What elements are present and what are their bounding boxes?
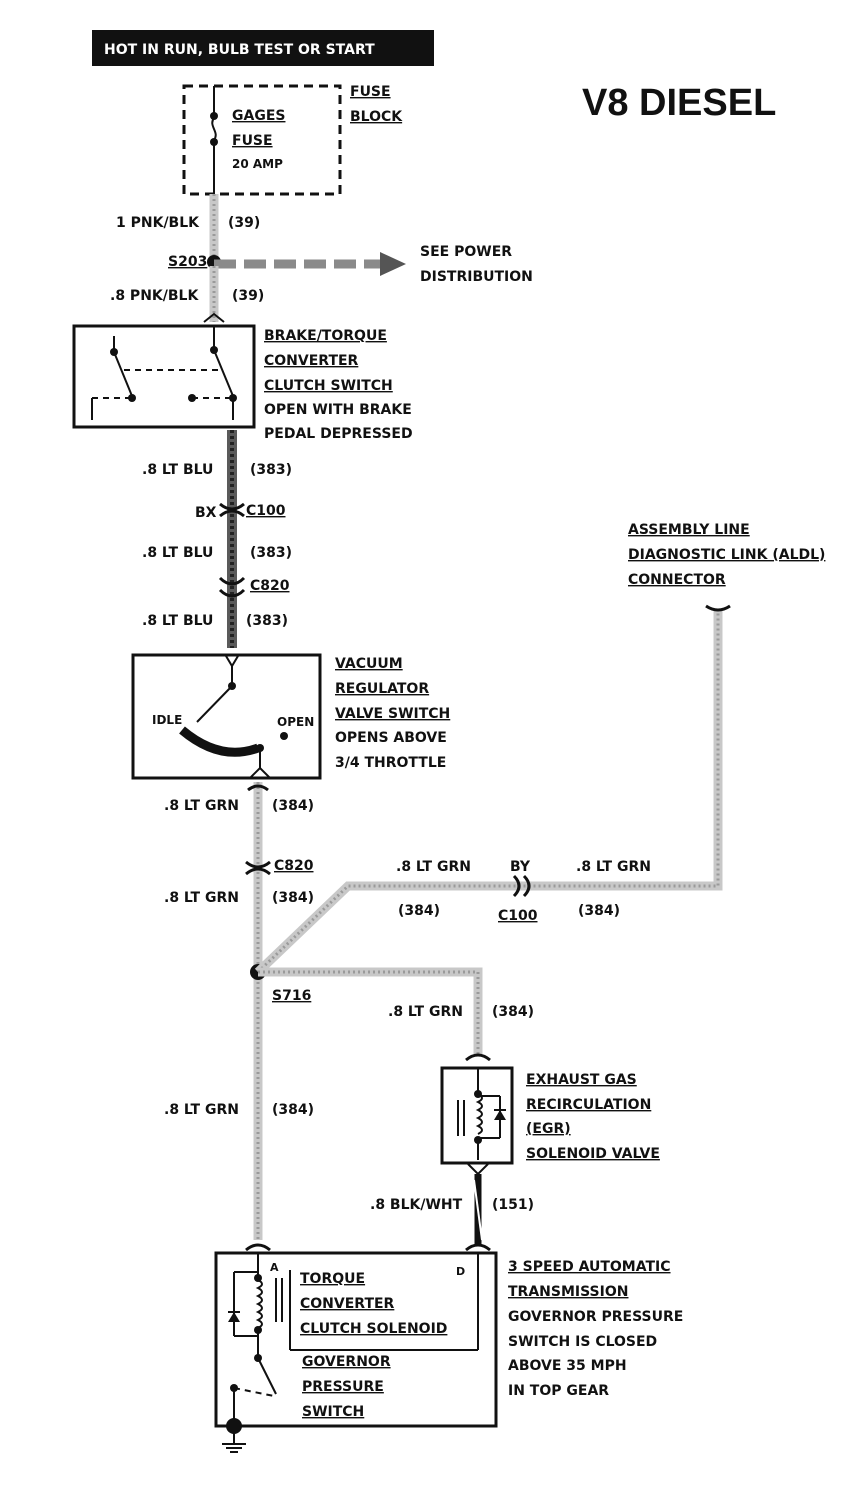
wire-11-circuit: (384) (272, 1102, 314, 1118)
brake-switch-label-1: BRAKE/TORQUE (264, 328, 387, 344)
transmission-terminal-d (465, 1243, 491, 1252)
egr-label-2: RECIRCULATION (526, 1097, 651, 1113)
wire-lt-grn-to-aldl (254, 610, 723, 976)
wire-12-color: .8 BLK/WHT (370, 1197, 463, 1213)
splice-s203-label: S203 (168, 254, 207, 270)
wire-2-color: .8 PNK/BLK (110, 288, 199, 304)
brake-switch-label-2: CONVERTER (264, 353, 359, 369)
transmission-label-2: TRANSMISSION (508, 1284, 628, 1300)
fuse-symbol (210, 86, 218, 194)
wire-12-circuit: (151) (492, 1197, 534, 1213)
aldl-label-3: CONNECTOR (628, 572, 726, 588)
power-distribution-label-1: SEE POWER (420, 244, 512, 260)
wire-8-color: .8 LT GRN (396, 859, 471, 875)
transmission-label-3: GOVERNOR PRESSURE (508, 1309, 683, 1325)
wire-10-color: .8 LT GRN (388, 1004, 463, 1020)
wire-3-circuit: (383) (250, 462, 292, 478)
brake-switch-box (72, 324, 256, 429)
transmission-label-1: 3 SPEED AUTOMATIC (508, 1259, 671, 1275)
transmission-label-4: SWITCH IS CLOSED (508, 1334, 657, 1350)
brake-switch-label-4: OPEN WITH BRAKE (264, 402, 412, 418)
connector-c820-mid-symbol (245, 860, 271, 869)
splice-s716-label: S716 (272, 988, 311, 1004)
brake-switch-label-5: PEDAL DEPRESSED (264, 426, 413, 442)
fuse-block-label-1: FUSE (350, 84, 391, 100)
vacuum-switch-box (131, 653, 322, 780)
vacuum-switch-label-2: REGULATOR (335, 681, 429, 697)
header-power-note: HOT IN RUN, BULB TEST OR START (104, 42, 375, 58)
wire-7-color: .8 LT GRN (164, 890, 239, 906)
wire-9-circuit: (384) (578, 903, 620, 919)
transmission-pin-a: A (270, 1261, 279, 1274)
connector-c820-mid-label: C820 (274, 858, 314, 874)
governor-pressure-switch (230, 1330, 277, 1424)
ground-icon (222, 1418, 246, 1453)
wire-4-color: .8 LT BLU (142, 545, 213, 561)
brake-switch-label-3: CLUTCH SWITCH (264, 378, 393, 394)
transmission-pin-d: D (456, 1265, 465, 1278)
power-distribution-arrow (380, 252, 406, 276)
gages-fuse-label-1: GAGES (232, 108, 285, 124)
wire-11-color: .8 LT GRN (164, 1102, 239, 1118)
solenoid-label-2: CONVERTER (300, 1296, 395, 1312)
egr-solenoid-coil (457, 1068, 506, 1160)
fuse-rating: 20 AMP (232, 157, 283, 171)
vacuum-switch-label-3: VALVE SWITCH (335, 706, 450, 722)
brake-switch-input-terminal (203, 312, 225, 323)
wire-6-circuit: (384) (272, 798, 314, 814)
egr-label-3: (EGR) (526, 1121, 571, 1137)
torque-converter-solenoid-coil (228, 1253, 479, 1351)
egr-label-4: SOLENOID VALVE (526, 1146, 660, 1162)
power-distribution-label-2: DISTRIBUTION (420, 269, 533, 285)
aldl-label-2: DIAGNOSTIC LINK (ALDL) (628, 547, 825, 563)
vacuum-switch-open: OPEN (277, 715, 314, 729)
fuse-block-label-2: BLOCK (350, 109, 403, 125)
solenoid-label-3: CLUTCH SOLENOID (300, 1321, 447, 1337)
vacuum-switch-label-4: OPENS ABOVE (335, 730, 447, 746)
connector-c100-mid-pin: BY (510, 859, 531, 875)
gages-fuse-label-2: FUSE (232, 133, 273, 149)
connector-c100-top-label: C100 (246, 503, 286, 519)
wire-8-circuit: (384) (398, 903, 440, 919)
aldl-terminal (705, 604, 731, 612)
wire-10-circuit: (384) (492, 1004, 534, 1020)
solenoid-label-1: TORQUE (300, 1271, 365, 1287)
egr-label-1: EXHAUST GAS (526, 1072, 637, 1088)
transmission-terminal-a (245, 1243, 271, 1252)
vacuum-switch-contacts (179, 666, 288, 768)
vacuum-switch-idle: IDLE (152, 713, 182, 727)
header-bar (92, 30, 434, 66)
wire-5-circuit: (383) (246, 613, 288, 629)
wire-1-color: 1 PNK/BLK (116, 215, 200, 231)
fuse-block-outline (182, 84, 342, 196)
transmission-label-5: ABOVE 35 MPH (508, 1358, 627, 1374)
connector-c100-top-symbol (219, 502, 245, 511)
wire-4-circuit: (383) (250, 545, 292, 561)
connector-c100-mid-label: C100 (498, 908, 538, 924)
wire-2-circuit: (39) (232, 288, 264, 304)
transmission-box (214, 1251, 498, 1428)
wire-5-color: .8 LT BLU (142, 613, 213, 629)
wire-1-circuit: (39) (228, 215, 260, 231)
brake-switch-contacts (91, 326, 237, 420)
wire-9-color: .8 LT GRN (576, 859, 651, 875)
aldl-label-1: ASSEMBLY LINE (628, 522, 750, 538)
wire-3-color: .8 LT BLU (142, 462, 213, 478)
vacuum-switch-label-1: VACUUM (335, 656, 403, 672)
connector-c100-mid-symbol (512, 874, 521, 898)
diagram-title: V8 DIESEL (582, 82, 776, 124)
connector-c820-top-label: C820 (250, 578, 290, 594)
governor-label-3: SWITCH (302, 1404, 364, 1420)
governor-label-2: PRESSURE (302, 1379, 384, 1395)
wire-7-circuit: (384) (272, 890, 314, 906)
governor-label-1: GOVERNOR (302, 1354, 391, 1370)
vacuum-switch-label-5: 3/4 THROTTLE (335, 755, 446, 771)
wire-6-color: .8 LT GRN (164, 798, 239, 814)
vacuum-switch-terminal (225, 655, 239, 668)
connector-c820-top-symbol (218, 576, 246, 586)
transmission-label-6: IN TOP GEAR (508, 1383, 609, 1399)
connector-c100-top-pin: BX (195, 505, 217, 521)
